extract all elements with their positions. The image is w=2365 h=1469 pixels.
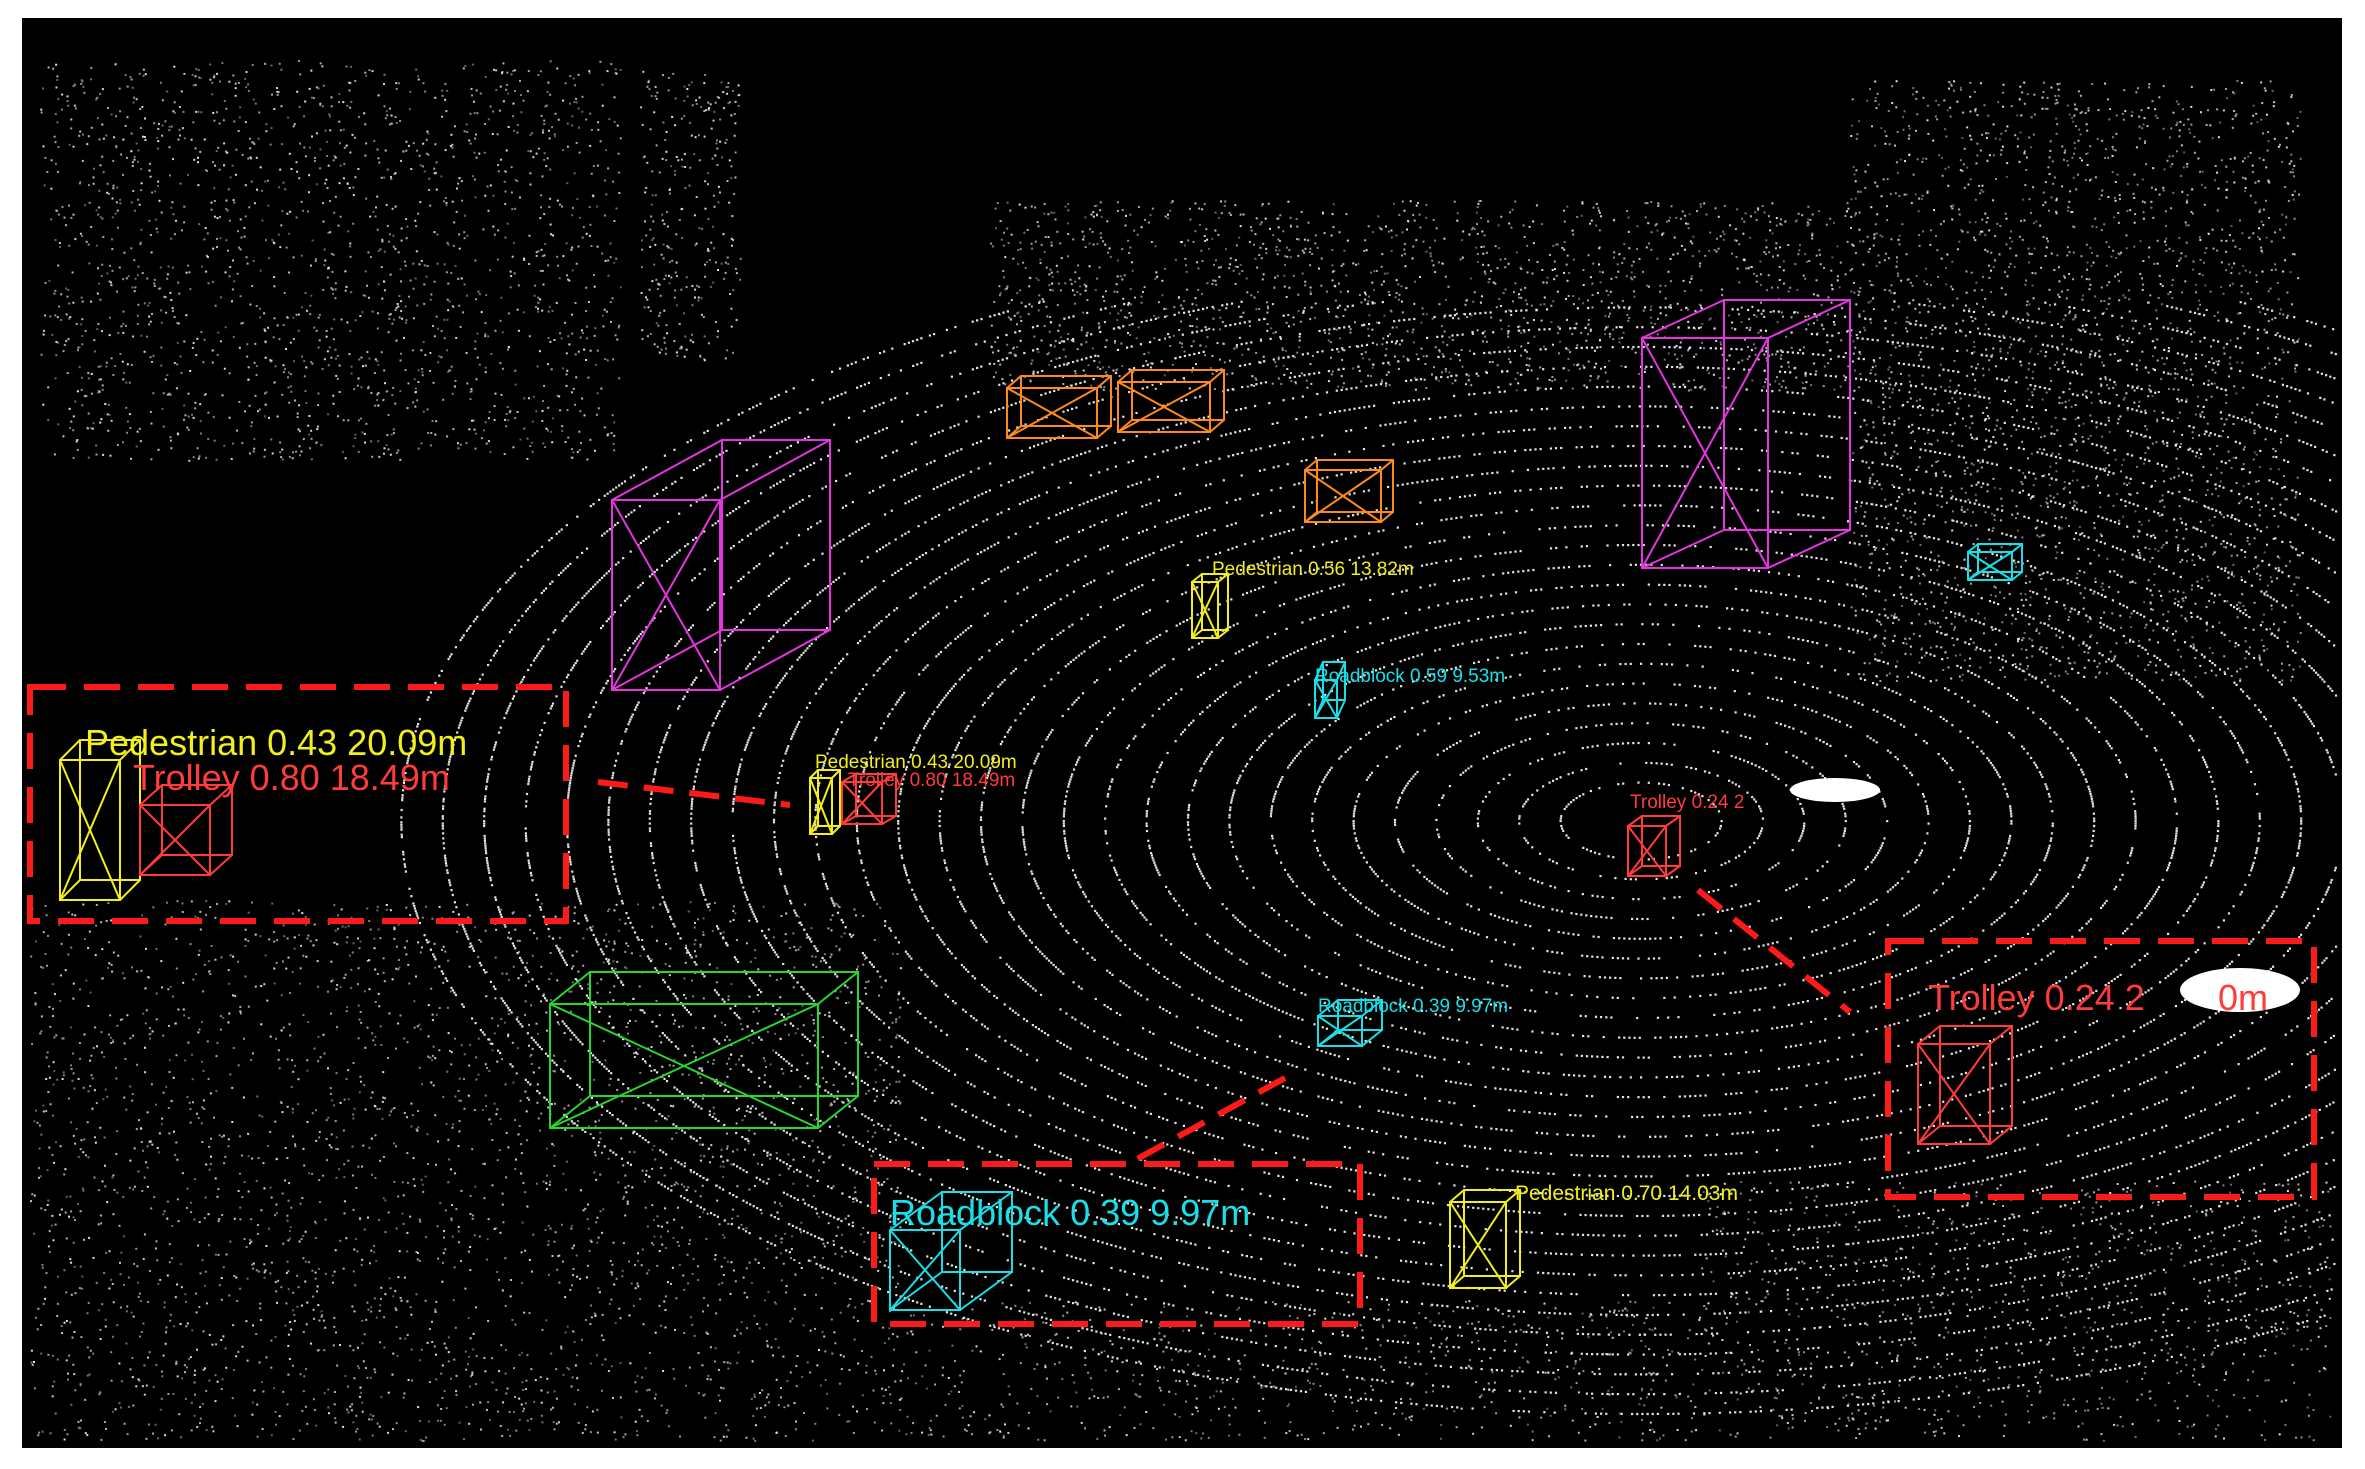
pedestrian-box-near [1449,1189,1521,1289]
engineering-box-right [1641,299,1851,569]
label-roadblock-mid: Roadblock 0.59 9.53m [1315,666,1505,687]
callout-right-frame [1885,938,2317,1200]
label-pedestrian-near: Pedestrian 0.70 14.03m [1515,1182,1738,1205]
zoom-trolley-right-box [1917,1025,2013,1145]
lidar-point-cloud [30,60,2338,1442]
zoom-callout-roadblock: Roadblock 0.39 9.97m [871,1075,1363,1327]
roadblock-box-right [1967,543,2023,581]
pedestrian-box-small [809,769,841,835]
label-trolley-small: Trolley 0.80 18.49m [848,770,1015,791]
zoom-roadblock-box [889,1191,1013,1311]
callout-roadblock-frame [871,1161,1363,1327]
detection-boxes [59,299,2023,1311]
callout-right-trolley-label: Trolley 0.24 2 [1928,977,2145,1018]
orange-box-3 [1304,459,1394,523]
callout-roadblock-label: Roadblock 0.39 9.97m [890,1192,1250,1233]
zoom-trolley-box [139,784,233,876]
callout-left-pedestrian-label: Pedestrian 0.43 20.09m [85,722,467,763]
callout-roadblock-leader [1126,1075,1287,1167]
label-trolley-right-small: Trolley 0.24 2 [1630,792,1744,813]
zoom-pedestrian-box [59,739,141,901]
engineering-box-left [611,439,831,691]
callout-left-trolley-label: Trolley 0.80 18.49m [133,757,450,798]
callout-right-leader [1696,887,1852,1015]
callout-right-trolley-label-tail: 0m [2218,977,2268,1018]
callout-left-leader [597,779,791,808]
roadblock-box-small [1317,999,1383,1047]
callout-left-frame [27,684,569,924]
label-roadblock-small: Roadblock 0.39 9.97m [1318,996,1508,1017]
label-pedestrian-far: Pedestrian 0.56 13.82m [1212,559,1414,580]
pedestrian-box-far [1191,573,1229,639]
orange-box-2 [1117,369,1225,433]
orange-box-1 [1006,375,1112,439]
zoom-callout-left: Pedestrian 0.43 20.09m Trolley 0.80 18.4… [27,684,791,924]
trolley-box-small [841,773,897,825]
green-box [549,971,859,1129]
label-pedestrian-small: Pedestrian 0.43 20.09m [815,752,1017,773]
roadblock-box-mid [1314,661,1346,719]
trolley-box-right [1627,815,1681,877]
zoom-callout-trolley-right: Trolley 0.24 2 0m [1696,887,2317,1200]
